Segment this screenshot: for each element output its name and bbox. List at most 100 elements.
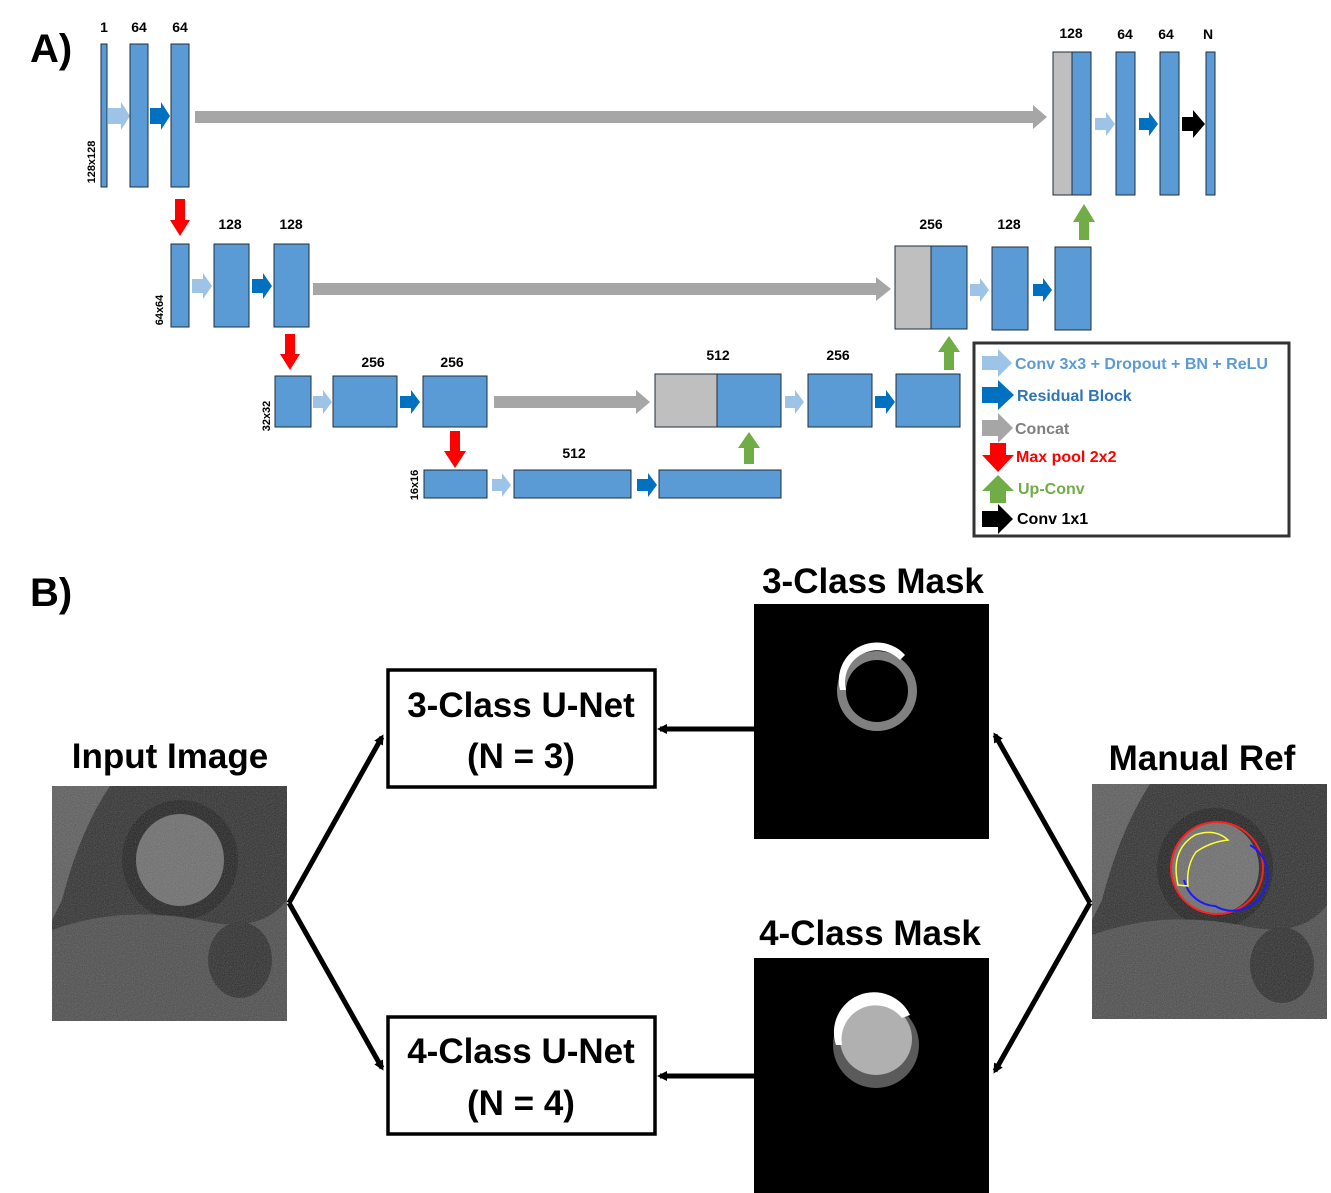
- legend-item-conv: Conv 3x3 + Dropout + BN + ReLU: [982, 349, 1268, 377]
- legend: Conv 3x3 + Dropout + BN + ReLU Residual …: [972, 341, 1291, 538]
- enc1a-block: [129, 43, 149, 188]
- enc2b-block: [273, 243, 310, 328]
- dec1a-channels-label: 64: [1117, 26, 1133, 42]
- conv-arrow-icon: [313, 390, 332, 414]
- dec3-concat-block: [654, 373, 718, 428]
- dec3b-block: [895, 373, 961, 428]
- skip-concat-arrow-1-icon: [195, 105, 1047, 129]
- dec2b-block: [1054, 246, 1092, 331]
- residual-arrow-icon: [875, 390, 895, 414]
- arrow-input-to-4class: [286, 901, 385, 1071]
- manual-ref-title: Manual Ref: [1109, 739, 1296, 778]
- legend-item-upconv: Up-Conv: [982, 475, 1085, 503]
- black-right-arrow-icon: [982, 504, 1013, 534]
- light-blue-right-arrow-icon: [982, 349, 1012, 377]
- enc1b-channels-label: 64: [172, 19, 188, 35]
- upconv-arrow-3-icon: [738, 432, 760, 464]
- resolution-16-label: 16x16: [409, 470, 421, 501]
- manual-ref-image: [1092, 784, 1327, 1019]
- dec3a-block: [807, 373, 873, 428]
- resolution-128-label: 128x128: [86, 141, 98, 184]
- unet-level-1-encoder: 1 128x128 64 64: [86, 19, 1047, 236]
- maxpool-arrow-3-icon: [444, 431, 466, 468]
- green-up-arrow-icon: [982, 475, 1014, 503]
- pipeline-arrows: [286, 724, 1093, 1081]
- enc1b-block: [170, 43, 190, 188]
- arrow-ref-to-3mask: [992, 732, 1093, 905]
- bottleneck-b-block: [658, 469, 782, 499]
- bottleneck-channels-label: 512: [562, 445, 586, 461]
- conv1x1-arrow-icon: [1182, 110, 1205, 138]
- residual-arrow-icon: [150, 102, 170, 130]
- scar-contour: [1175, 831, 1230, 887]
- mask-4class-image: [754, 958, 989, 1193]
- resolution-32-label: 32x32: [261, 401, 273, 432]
- panel-a-label: A): [30, 27, 72, 71]
- legend-item-maxpool: Max pool 2x2: [982, 443, 1117, 472]
- bottleneck-a-block: [513, 469, 632, 499]
- skip-concat-arrow-2-icon: [313, 277, 891, 301]
- gray-right-arrow-icon: [982, 413, 1013, 443]
- residual-arrow-icon: [1139, 112, 1158, 136]
- dec2-channels-label: 128: [997, 216, 1021, 232]
- output-channels-label: N: [1203, 26, 1213, 42]
- epicardium-contour: [1170, 821, 1264, 915]
- enc3-pooled-block: [274, 375, 312, 428]
- enc2-pooled-block: [170, 243, 190, 328]
- unet-4class-n: (N = 4): [467, 1084, 575, 1123]
- dec1a-block: [1115, 51, 1136, 196]
- unet-level-3-decoder: 512 256: [654, 336, 961, 428]
- dec1b-block: [1159, 51, 1180, 196]
- maxpool-arrow-1-icon: [170, 199, 190, 236]
- unet-level-2-encoder: 64x64 128 128: [154, 216, 891, 370]
- dec1-upsampled-block: [1071, 51, 1092, 196]
- dec2cat-channels-label: 256: [919, 216, 943, 232]
- unet-3class-title: 3-Class U-Net: [407, 686, 635, 725]
- upconv-arrow-2-icon: [938, 336, 960, 370]
- arrow-ref-to-4mask: [992, 901, 1093, 1074]
- red-down-arrow-icon: [982, 443, 1014, 472]
- residual-arrow-icon: [637, 473, 657, 497]
- bottleneck-pooled-block: [423, 469, 488, 499]
- input-mri-image: [52, 786, 287, 1021]
- legend-item-conv1x1: Conv 1x1: [982, 504, 1088, 534]
- enc3b-block: [422, 375, 488, 428]
- input-image-title: Input Image: [72, 737, 268, 776]
- enc1a-channels-label: 64: [131, 19, 147, 35]
- panel-b-label: B): [30, 571, 72, 615]
- enc2a-block: [213, 243, 250, 328]
- residual-arrow-icon: [1033, 278, 1052, 302]
- dec1cat-channels-label: 128: [1059, 25, 1083, 41]
- dec3cat-channels-label: 512: [706, 347, 730, 363]
- dec1-concat-block: [1052, 51, 1073, 196]
- residual-arrow-icon: [400, 390, 420, 414]
- unet-level-1-decoder: 128 64 64 N: [1052, 25, 1216, 196]
- enc3a-block: [332, 375, 398, 428]
- legend-label-residual: Residual Block: [1017, 388, 1132, 405]
- conv-arrow-icon: [785, 390, 804, 414]
- legend-label-conv: Conv 3x3 + Dropout + BN + ReLU: [1015, 356, 1268, 373]
- dec3-upsampled-block: [716, 373, 782, 428]
- conv-arrow-icon: [492, 473, 511, 497]
- legend-box: [972, 341, 1291, 538]
- dec2-upsampled-block: [930, 245, 968, 330]
- legend-label-maxpool: Max pool 2x2: [1016, 449, 1117, 466]
- enc3a-channels-label: 256: [361, 354, 385, 370]
- output-block: [1205, 51, 1216, 196]
- residual-arrow-icon: [252, 273, 272, 299]
- unet-level-4-bottleneck: 16x16 512: [409, 432, 782, 501]
- legend-item-concat: Concat: [982, 413, 1070, 443]
- unet-4class-box: 4-Class U-Net (N = 4): [386, 1015, 657, 1136]
- mask-3class-title: 3-Class Mask: [762, 562, 984, 601]
- conv-arrow-icon: [108, 102, 130, 130]
- enc2a-channels-label: 128: [218, 216, 242, 232]
- unet-level-3-encoder: 32x32 256 256: [261, 354, 650, 468]
- mask-4class-title: 4-Class Mask: [759, 914, 981, 953]
- endocardium-contour: [1183, 844, 1269, 912]
- enc2b-channels-label: 128: [279, 216, 303, 232]
- enc3b-channels-label: 256: [440, 354, 464, 370]
- dark-blue-right-arrow-icon: [982, 380, 1014, 410]
- input-channels-label: 1: [100, 19, 108, 35]
- legend-label-concat: Concat: [1015, 421, 1070, 438]
